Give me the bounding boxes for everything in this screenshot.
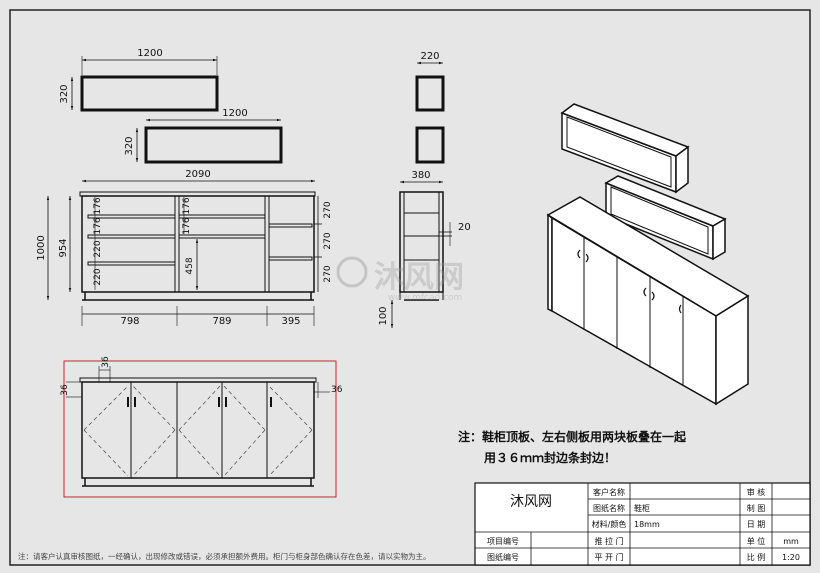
note-line-1: 注：鞋柜顶板、左右侧板用两块板叠在一起 xyxy=(458,429,687,444)
title-customer-label: 客户名称 xyxy=(593,487,625,497)
title-block: 沐风网 客户名称 图纸名称 鞋柜 材料/颜色 18mm 项目编号 图纸编号 推 … xyxy=(474,482,811,566)
title-material-value: 18mm xyxy=(634,520,660,529)
left-drawer-dim-1: 176 xyxy=(93,197,103,214)
side-view-cabinet-depth: 380 xyxy=(411,170,430,181)
title-draw-label: 制 图 xyxy=(747,503,766,513)
title-drawing-name-label: 图纸名称 xyxy=(593,503,625,513)
mid-drawer-dim-1: 176 xyxy=(182,197,192,214)
note-line-2: 用３６ｍｍ封边条封边！ xyxy=(483,450,616,465)
title-review-label: 审 核 xyxy=(747,487,766,497)
mid-drawer-dim-2: 176 xyxy=(182,217,192,234)
title-slide-door-label: 推 拉 门 xyxy=(594,536,623,546)
top-shelf-2-width: 1200 xyxy=(222,108,247,119)
cabinet-front-view: 2090 1000 954 176 176 220 220 176 xyxy=(36,169,333,327)
top-shelf-1: 1200 320 xyxy=(59,48,219,112)
side-view-depth: 220 xyxy=(420,51,439,62)
title-scale-value: 1:20 xyxy=(782,553,800,562)
door-margin-left: 36 xyxy=(60,384,70,396)
watermark-text: 沐风网 xyxy=(374,260,464,295)
cabinet-width: 2090 xyxy=(185,169,210,180)
door-gap-top: 36 xyxy=(101,356,111,368)
bottom-width-3: 395 xyxy=(281,316,300,327)
bottom-width-2: 789 xyxy=(212,316,231,327)
board-thickness: 20 xyxy=(458,222,471,233)
watermark: 沐风网 www.mfcad.com xyxy=(336,256,464,303)
top-shelf-1-height: 320 xyxy=(59,84,70,103)
mid-open-height: 458 xyxy=(185,257,195,274)
note: 注：鞋柜顶板、左右侧板用两块板叠在一起 用３６ｍｍ封边条封边！ xyxy=(458,429,687,465)
left-drawer-dim-4: 220 xyxy=(93,268,103,285)
title-drawing-name-value: 鞋柜 xyxy=(634,503,650,513)
selection-frame xyxy=(63,360,337,498)
right-shelf-dim-3: 270 xyxy=(323,265,333,282)
top-shelf-1-width: 1200 xyxy=(137,48,162,59)
top-shelf-2-height: 320 xyxy=(124,136,135,155)
title-unit-value: mm xyxy=(783,537,799,546)
isometric-view xyxy=(546,103,750,406)
cabinet-side-view: 380 20 100 xyxy=(378,170,471,328)
door-margin-right: 36 xyxy=(331,385,343,395)
side-view-shelves: 220 xyxy=(415,51,445,164)
cabinet-total-height: 1000 xyxy=(36,235,47,260)
title-drawing-no-label: 图纸编号 xyxy=(487,552,519,562)
drawing-border xyxy=(9,9,811,566)
watermark-url: www.mfcad.com xyxy=(388,293,462,303)
bottom-width-1: 798 xyxy=(120,316,139,327)
title-company: 沐风网 xyxy=(510,494,552,510)
cabinet-body-height: 954 xyxy=(58,238,69,257)
left-drawer-dim-3: 220 xyxy=(93,240,103,257)
title-scale-label: 比 例 xyxy=(747,552,766,562)
title-swing-door-label: 平 开 门 xyxy=(594,552,623,562)
door-front-view: 36 36 36 xyxy=(60,356,343,498)
top-shelf-2: 1200 320 xyxy=(124,108,283,164)
right-shelf-dim-1: 270 xyxy=(323,201,333,218)
plinth-height: 100 xyxy=(378,306,389,325)
title-unit-label: 单 位 xyxy=(747,536,766,546)
title-date-label: 日 期 xyxy=(747,520,766,529)
left-drawer-dim-2: 176 xyxy=(93,217,103,234)
title-material-label: 材料/颜色 xyxy=(592,519,627,529)
footer-note: 注：请客户认真审核图纸，一经确认，出现修改或错误，必须承担额外费用。柜门与柜身部… xyxy=(18,551,431,561)
title-project-no-label: 项目编号 xyxy=(487,536,519,546)
right-shelf-dim-2: 270 xyxy=(323,232,333,249)
